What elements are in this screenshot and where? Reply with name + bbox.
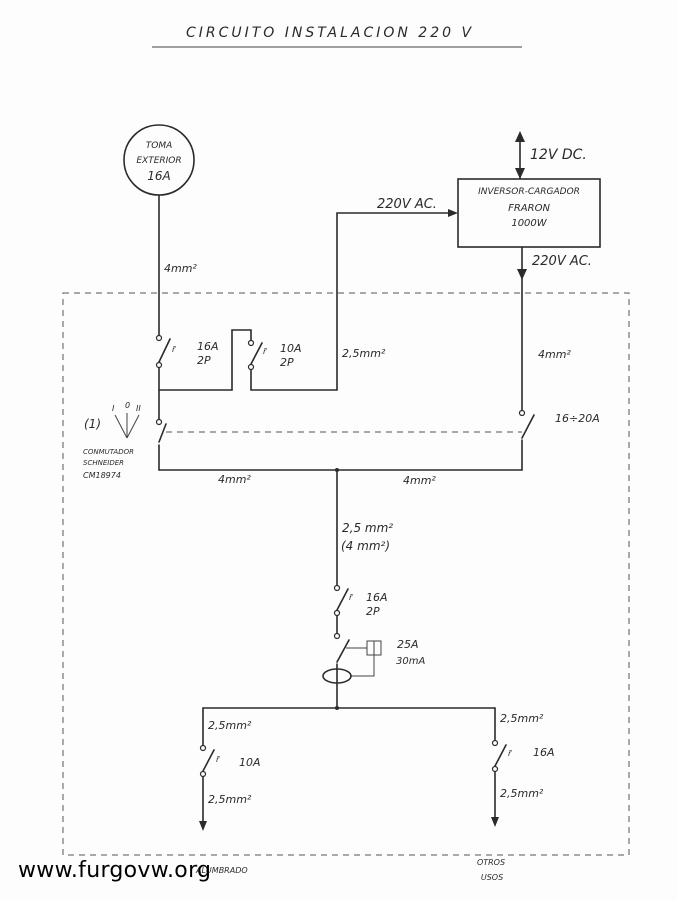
output-left-label: ALUMBRADO <box>195 866 248 875</box>
b2-rating: 10A <box>280 342 302 355</box>
b2-top-contact <box>247 339 255 347</box>
switch-fan-3 <box>126 414 140 439</box>
right-breaker-top <box>491 739 499 747</box>
left-breaker-rating: 10A <box>239 756 261 769</box>
right-output-arrow <box>491 817 499 827</box>
dc-arrow-down <box>515 168 525 179</box>
inv-breaker-rating: 16÷20A <box>555 412 600 425</box>
switch-top-contact <box>155 418 163 426</box>
dc-arrow-up <box>515 131 525 142</box>
inverter-output-arrow <box>517 269 527 280</box>
right-breaker-blade <box>494 744 507 767</box>
main-breaker-bottom <box>333 609 341 617</box>
rcd-sensitivity: 30mA <box>396 656 425 667</box>
b1-b2-jumper <box>231 329 252 391</box>
ac-from-inverter-label: 220V AC. <box>532 254 592 269</box>
rcd-top-contact <box>333 632 341 640</box>
rcd-sense-link <box>350 655 375 677</box>
switch-marker: (1) <box>84 417 101 431</box>
switch-line2: SCHNEIDER <box>83 459 124 467</box>
right-breaker-rating: 16A <box>533 746 555 759</box>
switch-fan-1 <box>114 414 128 439</box>
switch-pos-0: 0 <box>125 401 130 410</box>
right-breaker-bottom <box>491 765 499 773</box>
diagram-title: CIRCUITO INSTALACION 220 V <box>186 25 474 41</box>
wire-bus-left-label: 4mm² <box>218 473 251 486</box>
ac-to-inverter-label: 220V AC. <box>377 197 437 212</box>
watermark: www.furgovw.org <box>18 858 212 883</box>
b1-rating: 16A <box>197 340 219 353</box>
wire-left-top-label: 2,5mm² <box>208 719 252 732</box>
main-breaker-mark: r̃ <box>349 593 353 602</box>
switch-blade <box>158 423 167 443</box>
b2-mark: r̃ <box>263 347 267 356</box>
left-breaker-top <box>199 744 207 752</box>
left-breaker-mark: r̃ <box>216 755 220 764</box>
wire-right-top-label: 2,5mm² <box>500 712 544 725</box>
b1-blade <box>158 338 171 363</box>
b2-blade <box>250 342 263 365</box>
rcd-blade <box>336 639 350 663</box>
socket-line1: TOMA <box>146 141 173 151</box>
right-breaker-mark: r̃ <box>508 749 512 758</box>
dc-input-label: 12V DC. <box>530 147 587 163</box>
wire-inverter-out-label: 4mm² <box>538 348 571 361</box>
socket-line2: EXTERIOR <box>136 156 181 166</box>
b1-bottom-contact <box>155 361 163 369</box>
distribution-junction <box>335 706 339 710</box>
output-right-label-2: USOS <box>481 873 503 882</box>
main-breaker-poles: 2P <box>366 605 380 618</box>
b1-poles: 2P <box>197 354 211 367</box>
switch-line3: CM18974 <box>83 471 121 480</box>
wire-bus-right-label: 4mm² <box>403 474 436 487</box>
inverter-input-arrow <box>448 209 458 217</box>
main-breaker-top <box>333 584 341 592</box>
wire-to-inverter-label: 2,5mm² <box>342 347 386 360</box>
b2-poles: 2P <box>280 356 294 369</box>
wire-left-bottom-label: 2,5mm² <box>208 793 252 806</box>
inverter-line3: 1000W <box>511 218 547 229</box>
inv-breaker-top <box>518 409 526 417</box>
inverter-line1: INVERSOR-CARGADOR <box>478 187 580 197</box>
wire-main-label-1: 2,5 mm² <box>342 521 393 535</box>
b1-top-contact <box>155 334 163 342</box>
wire-to-inverter <box>250 212 453 391</box>
b1-mark: r̃ <box>172 345 176 354</box>
enclosure-box <box>62 292 630 856</box>
main-breaker-blade <box>336 588 349 611</box>
wire-main-label-2: (4 mm²) <box>341 539 390 553</box>
rcd-rating: 25A <box>397 638 419 651</box>
b2-bottom-contact <box>247 363 255 371</box>
output-right-label-1: OTROS <box>477 858 505 867</box>
main-breaker-rating: 16A <box>366 591 388 604</box>
wire-right-bottom-label: 2,5mm² <box>500 787 544 800</box>
switch-pos-ii: II <box>136 404 141 413</box>
socket-line3: 16A <box>147 169 170 183</box>
left-output-arrow <box>199 821 207 831</box>
switch-pos-i: I <box>112 404 115 413</box>
inverter-line2: FRARON <box>508 203 550 214</box>
inv-breaker-blade <box>521 414 535 439</box>
wire-exterior-label: 4mm² <box>164 262 197 275</box>
left-breaker-bottom <box>199 770 207 778</box>
switch-line1: CONMUTADOR <box>83 448 134 456</box>
left-breaker-blade <box>202 749 215 772</box>
